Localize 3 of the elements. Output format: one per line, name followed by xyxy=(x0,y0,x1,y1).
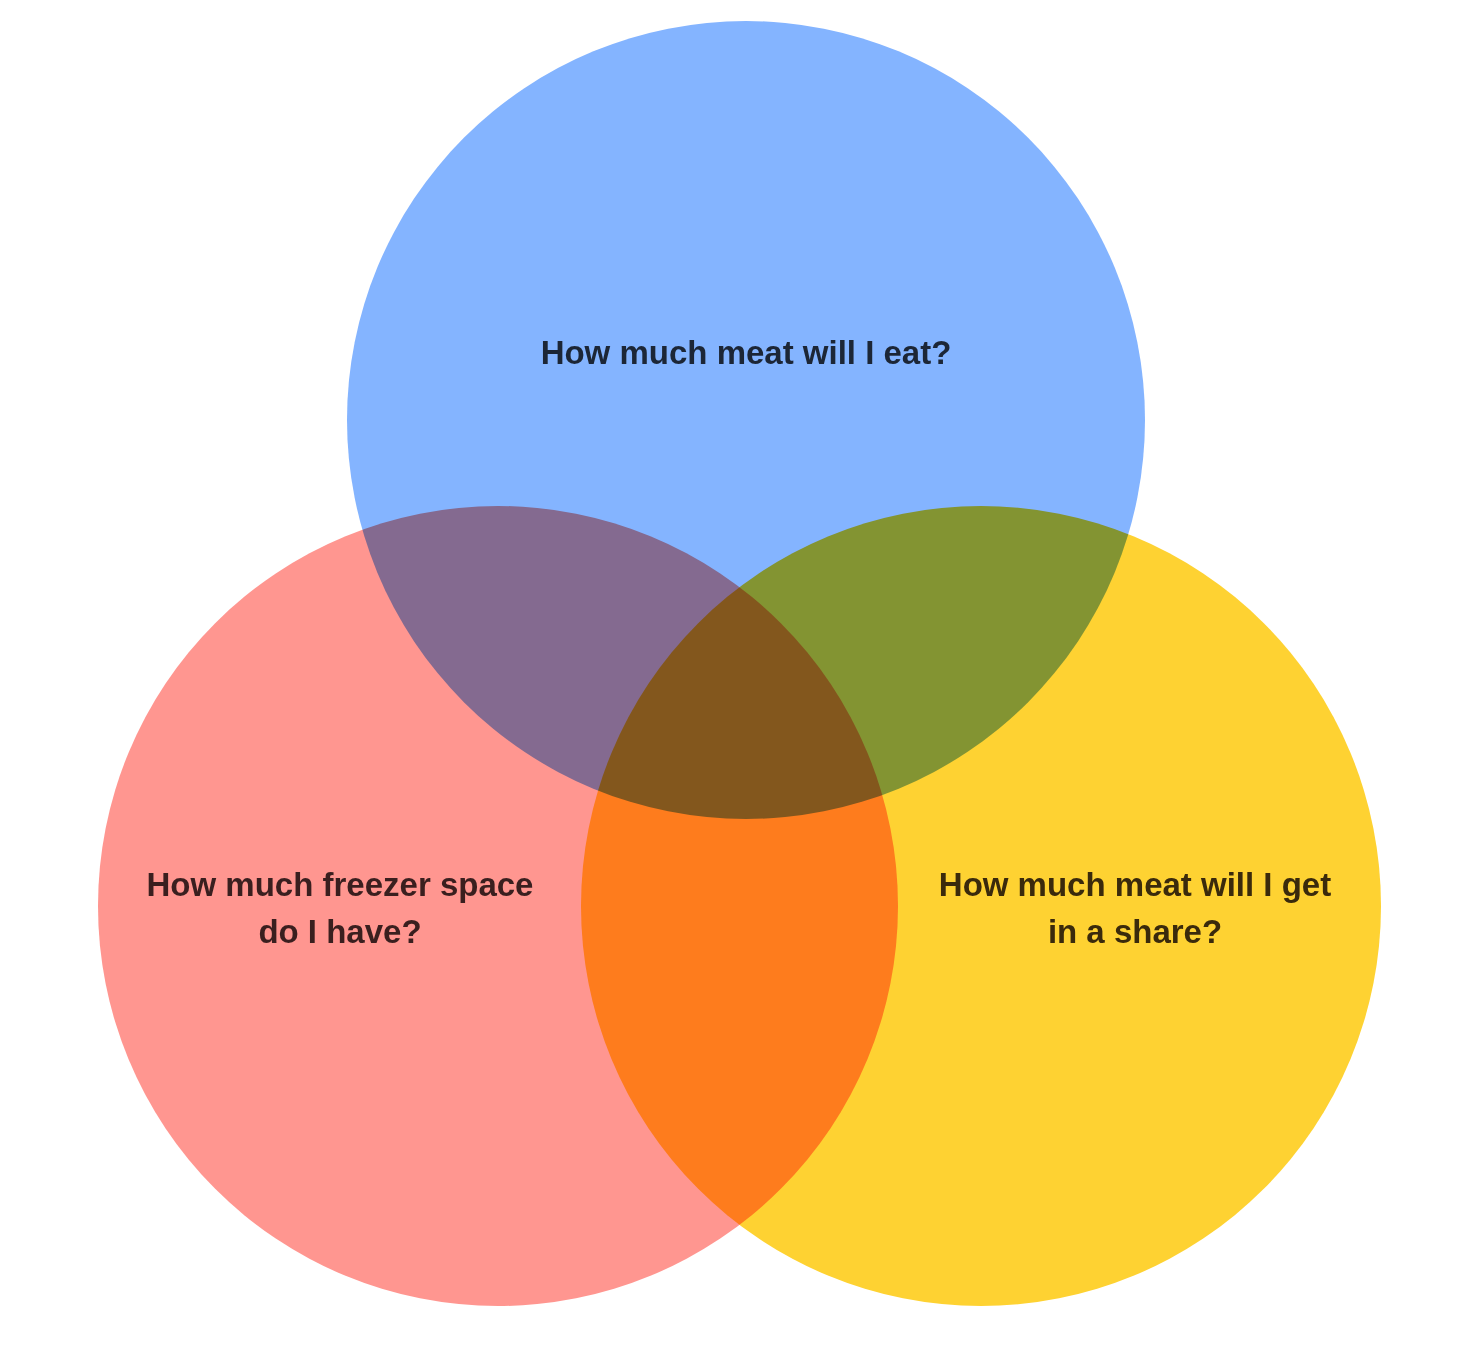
circle-label: How much meat will I eat? xyxy=(540,333,952,371)
circle-label: How much freezer space do I have? xyxy=(146,866,534,950)
circle-label: How much meat will I get in a share? xyxy=(938,866,1332,950)
